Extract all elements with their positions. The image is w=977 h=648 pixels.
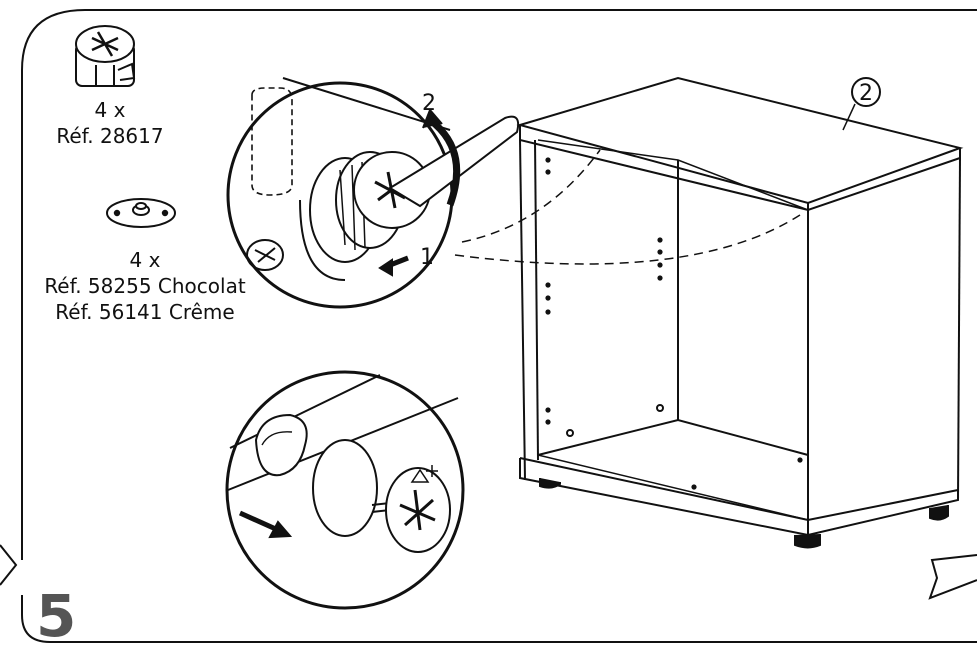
- step-number: 5: [36, 582, 76, 648]
- part-2-reference-chocolat: Réf. 58255 Chocolat: [44, 274, 246, 298]
- detail-leader-upper: [461, 149, 601, 243]
- part-2-quantity: 4 x: [130, 248, 161, 272]
- screwdriver-cam-detail-icon: [226, 77, 520, 309]
- prev-step-arrow-icon: [0, 544, 18, 586]
- top-panel-callout: 2: [859, 81, 873, 106]
- part-1-reference: Réf. 28617: [56, 124, 163, 148]
- page-frame: [21, 9, 977, 643]
- part-1-quantity: 4 x: [95, 98, 126, 122]
- cover-cap-detail-icon: [225, 370, 465, 610]
- rotate-step-number: 2: [422, 91, 436, 116]
- cabinet-illustration: [516, 76, 964, 549]
- part-2-reference-creme: Réf. 56141 Crême: [55, 300, 234, 324]
- push-step-number: 1: [420, 245, 434, 270]
- cam-lock-fitting-icon: [75, 25, 136, 87]
- cover-cap-icon: [106, 198, 176, 228]
- next-step-arrow-icon: [928, 554, 977, 600]
- detail-leader-lower: [454, 214, 801, 265]
